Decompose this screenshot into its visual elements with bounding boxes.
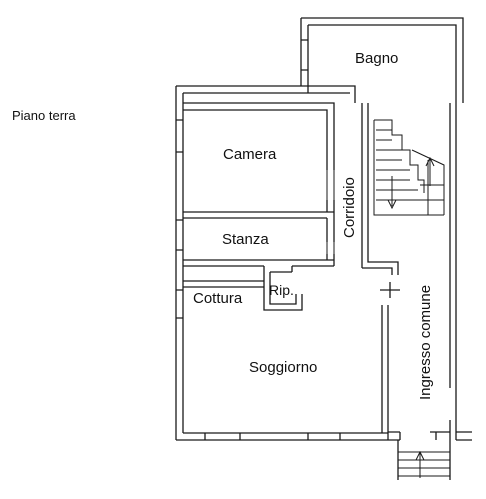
outer-wall-top (176, 85, 309, 94)
room-label-camera: Camera (223, 146, 277, 163)
wall-camera-lower (326, 200, 335, 212)
wall-stanza-bottom (183, 259, 335, 267)
room-label-ingresso-comune: Ingresso comune (417, 285, 434, 400)
wall-soggiorno-right (381, 305, 389, 440)
outer-wall-bottom (176, 432, 388, 441)
room-label-ripostiglio: Rip. (269, 282, 294, 298)
window-stanza (176, 219, 183, 251)
door-stanza (326, 242, 335, 254)
wall-ingresso-bottom (388, 431, 451, 480)
floor-label: Piano terra (12, 108, 76, 123)
room-label-cottura: Cottura (193, 290, 243, 307)
wall-corridor-right (361, 103, 399, 275)
outer-wall-bagno (301, 17, 464, 103)
wall-bottom-right-stub (430, 431, 450, 440)
room-label-bagno: Bagno (355, 50, 398, 67)
room-label-corridoio: Corridoio (341, 177, 358, 238)
wall-ripostiglio (263, 266, 303, 311)
door-camera (326, 170, 335, 200)
wall-camera (183, 102, 335, 170)
wall-camera-stanza (183, 211, 334, 219)
wall-stanza-right (326, 212, 335, 242)
wall-stanza-right-lower (326, 254, 335, 260)
bagno-left-wall (300, 18, 309, 86)
window-soggiorno-2 (307, 433, 341, 440)
staircase-entrance (398, 450, 450, 478)
bagno-window (301, 39, 308, 71)
room-label-soggiorno: Soggiorno (249, 359, 317, 376)
wall-ingresso-right (449, 103, 457, 390)
window-soggiorno-1 (204, 433, 241, 440)
outer-wall-left (175, 86, 184, 440)
wall-ripostiglio-top (270, 266, 293, 273)
room-label-stanza: Stanza (222, 231, 269, 248)
outer-wall-top-right (301, 85, 356, 103)
wall-entrance-right (449, 390, 472, 441)
wall-cottura (183, 280, 264, 288)
staircase-upper (373, 119, 445, 216)
window-camera (176, 119, 183, 153)
window-cottura (176, 289, 183, 319)
door-marker-corridor (380, 282, 400, 298)
